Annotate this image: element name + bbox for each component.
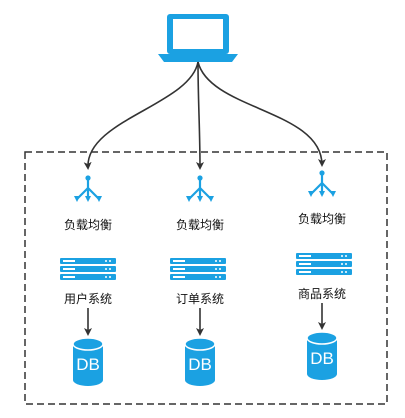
edge-client-to-lb-2 — [195, 61, 204, 170]
service-label: 订单系统 — [176, 292, 224, 306]
server-rack-icon — [170, 258, 226, 280]
column-user-system: 负载均衡 用户系统 DB — [60, 175, 116, 386]
database-icon — [184, 337, 216, 386]
column-product-system: 负载均衡 商品系统 DB — [296, 170, 352, 380]
database-icon — [306, 331, 338, 380]
lb-label: 负载均衡 — [298, 212, 346, 226]
edge-client-to-lb-3 — [197, 61, 326, 167]
db-label: DB — [76, 355, 100, 374]
load-balancer-icon — [186, 175, 214, 202]
system-boundary — [24, 151, 388, 405]
lb-label: 负载均衡 — [64, 218, 112, 232]
server-rack-icon — [60, 258, 116, 280]
db-label: DB — [310, 349, 334, 368]
database-icon — [72, 337, 104, 386]
column-order-system: 负载均衡 订单系统 DB — [170, 175, 226, 386]
edge-client-to-lb-1 — [83, 61, 199, 170]
laptop-icon — [158, 14, 238, 62]
load-balancer-icon — [74, 175, 102, 202]
service-label: 用户系统 — [64, 291, 112, 306]
server-rack-icon — [296, 253, 352, 275]
lb-label: 负载均衡 — [176, 218, 224, 232]
load-balancer-icon — [308, 170, 336, 197]
db-label: DB — [188, 355, 212, 374]
service-label: 商品系统 — [298, 286, 346, 301]
